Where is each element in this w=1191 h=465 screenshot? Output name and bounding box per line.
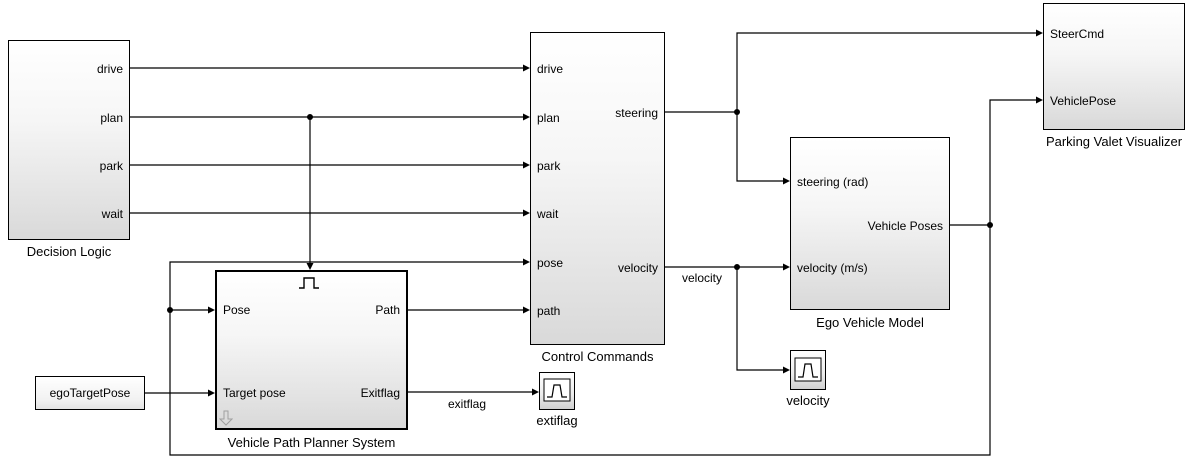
input-port-label: velocity (m/s) <box>797 261 868 275</box>
output-port-label: Path <box>375 303 400 317</box>
input-port-label: pose <box>537 256 564 270</box>
block-ego-target-pose[interactable]: egoTargetPose <box>35 376 145 410</box>
block-caption-velocity-scope: velocity <box>786 393 830 408</box>
scope-icon <box>543 378 571 402</box>
block-caption-decision-logic: Decision Logic <box>26 244 112 259</box>
output-port-label: Exitflag <box>360 386 400 400</box>
block-control-commands[interactable]: drive plan park wait pose path steering … <box>530 32 665 345</box>
input-port-label: path <box>537 304 561 318</box>
input-port-label: VehiclePose <box>1050 94 1117 108</box>
input-port-label: plan <box>537 111 560 125</box>
block-caption-parking-valet-visualizer: Parking Valet Visualizer <box>1045 134 1183 149</box>
output-port-label: wait <box>101 207 123 221</box>
wire-pose-feedback[interactable] <box>169 225 991 456</box>
junction-dot <box>307 114 313 120</box>
block-decision-logic[interactable]: drive plan park wait <box>8 40 130 240</box>
input-port-label: park <box>537 159 561 173</box>
signal-label-velocity: velocity <box>681 271 722 285</box>
block-parking-valet-visualizer[interactable]: SteerCmd VehiclePose <box>1043 3 1185 130</box>
down-arrow-badge-icon <box>219 410 233 426</box>
output-port-label: drive <box>96 62 123 76</box>
wire-steering-to-visualizer[interactable] <box>736 32 1037 112</box>
signal-label-exitflag: exitflag <box>447 397 487 411</box>
wire-vehicle-poses-to-visualizer[interactable] <box>989 99 1037 225</box>
input-port-label: Pose <box>223 303 251 317</box>
output-port-label: Vehicle Poses <box>867 219 943 233</box>
output-port-label: plan <box>100 111 123 125</box>
output-port-label: velocity <box>617 261 658 275</box>
ego-target-pose-text: egoTargetPose <box>49 386 131 400</box>
input-port-label: wait <box>537 207 559 221</box>
block-caption-vehicle-path-planner: Vehicle Path Planner System <box>227 435 396 450</box>
block-vehicle-path-planner[interactable]: Pose Target pose Path Exitflag <box>215 270 408 430</box>
input-port-label: steering (rad) <box>797 175 869 189</box>
junction-dot <box>734 264 740 270</box>
junction-dot <box>987 222 993 228</box>
block-caption-control-commands: Control Commands <box>541 349 654 364</box>
output-port-label: steering <box>615 106 658 120</box>
block-caption-exitflag-scope: extiflag <box>536 413 578 428</box>
scope-block-exitflag[interactable] <box>539 372 575 410</box>
output-port-label: park <box>99 159 123 173</box>
junction-dot <box>734 109 740 115</box>
input-port-label: drive <box>537 62 564 76</box>
block-caption-ego-vehicle-model: Ego Vehicle Model <box>816 315 924 330</box>
input-port-label: Target pose <box>223 386 286 400</box>
trigger-icon <box>299 277 319 289</box>
junction-dot <box>167 307 173 313</box>
input-port-label: SteerCmd <box>1050 27 1105 41</box>
scope-block-velocity[interactable] <box>790 350 826 390</box>
wire-steering-to-ego-vehicle[interactable] <box>736 112 784 182</box>
block-ego-vehicle-model[interactable]: steering (rad) velocity (m/s) Vehicle Po… <box>790 137 950 310</box>
wire-velocity-to-scope[interactable] <box>736 267 784 371</box>
scope-icon <box>794 357 822 382</box>
